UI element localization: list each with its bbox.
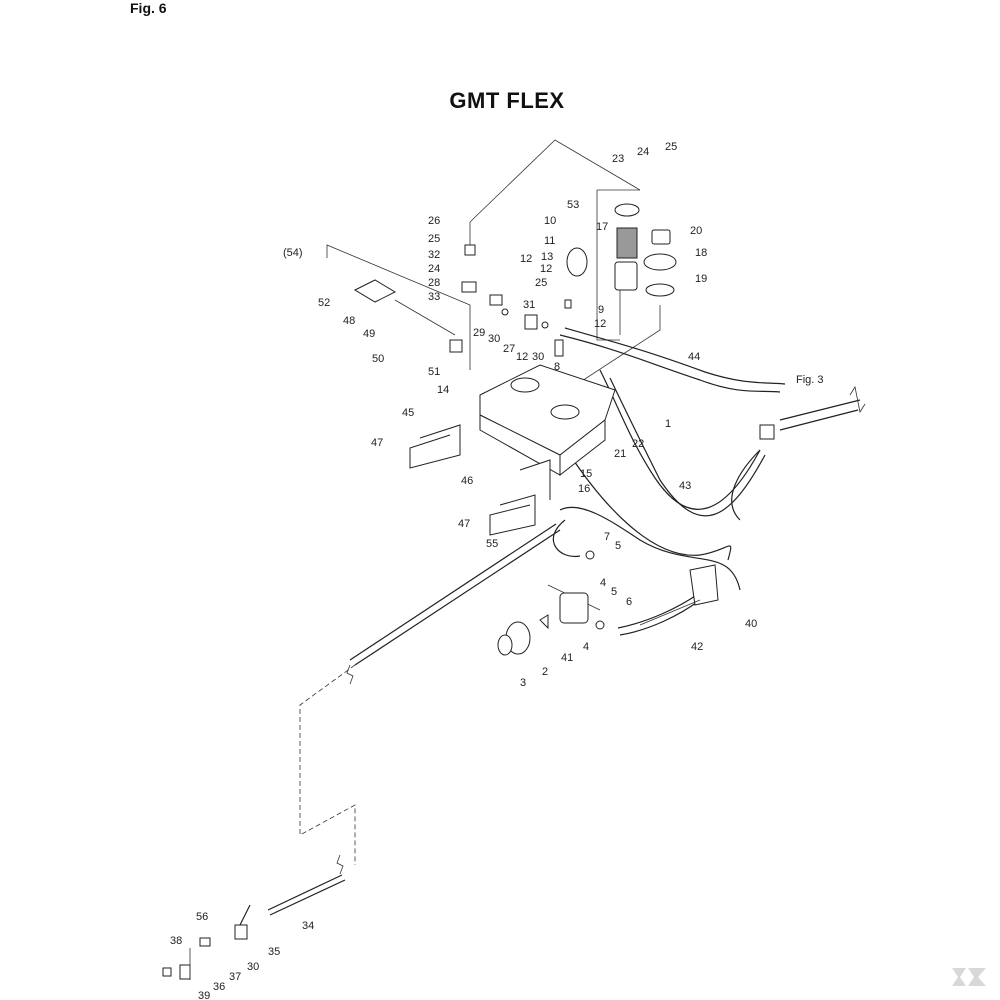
callout-2: 2: [542, 666, 548, 678]
callout-53: 53: [567, 199, 579, 211]
callout-17: 17: [596, 221, 608, 233]
callout-34: 34: [302, 920, 314, 932]
callout-12: 12: [540, 263, 552, 275]
callout-7: 7: [604, 531, 610, 543]
callout-24: 24: [428, 263, 440, 275]
callout-42: 42: [691, 641, 703, 653]
hoses: [267, 327, 861, 916]
callout-21: 21: [614, 448, 626, 460]
callout-27: 27: [503, 343, 515, 355]
callout-43: 43: [679, 480, 691, 492]
callout-12: 12: [594, 318, 606, 330]
oil-tank: [479, 364, 616, 477]
callout-50: 50: [372, 353, 384, 365]
callout-47: 47: [458, 518, 470, 530]
callout-5: 5: [611, 586, 617, 598]
callout-14: 14: [437, 384, 449, 396]
callout-15: 15: [580, 468, 592, 480]
callout-39: 39: [198, 990, 210, 1000]
callout-25: 25: [428, 233, 440, 245]
callout-54: (54): [283, 247, 303, 259]
valve-cluster: [461, 244, 572, 357]
callout-5: 5: [615, 540, 621, 552]
callout-48: 48: [343, 315, 355, 327]
callout-1: 1: [665, 418, 671, 430]
callout-3: 3: [520, 677, 526, 689]
brackets: [409, 424, 551, 536]
callout-30: 30: [247, 961, 259, 973]
callout-31: 31: [523, 299, 535, 311]
callout-10: 10: [544, 215, 556, 227]
filter-assembly: [566, 203, 677, 297]
callout-19: 19: [695, 273, 707, 285]
callout-22: 22: [632, 438, 644, 450]
callout-4: 4: [600, 577, 606, 589]
callout-30: 30: [532, 351, 544, 363]
brand-logo: [952, 968, 986, 986]
lever-assembly: [162, 904, 251, 980]
fig3-connector: [336, 385, 866, 875]
callout-46: 46: [461, 475, 473, 487]
callout-25: 25: [535, 277, 547, 289]
callout-41: 41: [561, 652, 573, 664]
figure-label: Fig. 6: [130, 0, 167, 16]
callout-51: 51: [428, 366, 440, 378]
callout-26: 26: [428, 215, 440, 227]
callout-44: 44: [688, 351, 700, 363]
callout-16: 16: [578, 483, 590, 495]
callout-45: 45: [402, 407, 414, 419]
callout-55: 55: [486, 538, 498, 550]
callout-18: 18: [695, 247, 707, 259]
callout-49: 49: [363, 328, 375, 340]
callout-47: 47: [371, 437, 383, 449]
callout-32: 32: [428, 249, 440, 261]
callout-37: 37: [229, 971, 241, 983]
callout-23: 23: [612, 153, 624, 165]
callout-52: 52: [318, 297, 330, 309]
fig3-reference: Fig. 3: [796, 374, 824, 386]
callouts: 23 24 25 53 17 20 18 19 26 25 10 11 (54)…: [170, 141, 824, 1000]
diagram-title: GMT FLEX: [449, 88, 565, 113]
callout-6: 6: [626, 596, 632, 608]
callout-29: 29: [473, 327, 485, 339]
callout-36: 36: [213, 981, 225, 993]
callout-9: 9: [598, 304, 604, 316]
callout-30: 30: [488, 333, 500, 345]
callout-28: 28: [428, 277, 440, 289]
plate-40: [639, 564, 719, 626]
callout-4: 4: [583, 641, 589, 653]
pump-assembly: [497, 550, 605, 656]
control-box: [353, 279, 463, 353]
callout-12: 12: [516, 351, 528, 363]
callout-20: 20: [690, 225, 702, 237]
callout-8: 8: [554, 361, 560, 373]
callout-11: 11: [544, 235, 555, 247]
callout-35: 35: [268, 946, 280, 958]
callout-40: 40: [745, 618, 757, 630]
callout-24: 24: [637, 146, 649, 158]
callout-25: 25: [665, 141, 677, 153]
callout-12: 12: [520, 253, 532, 265]
callout-13: 13: [541, 251, 553, 263]
callout-56: 56: [196, 911, 208, 923]
callout-38: 38: [170, 935, 182, 947]
callout-33: 33: [428, 291, 440, 303]
